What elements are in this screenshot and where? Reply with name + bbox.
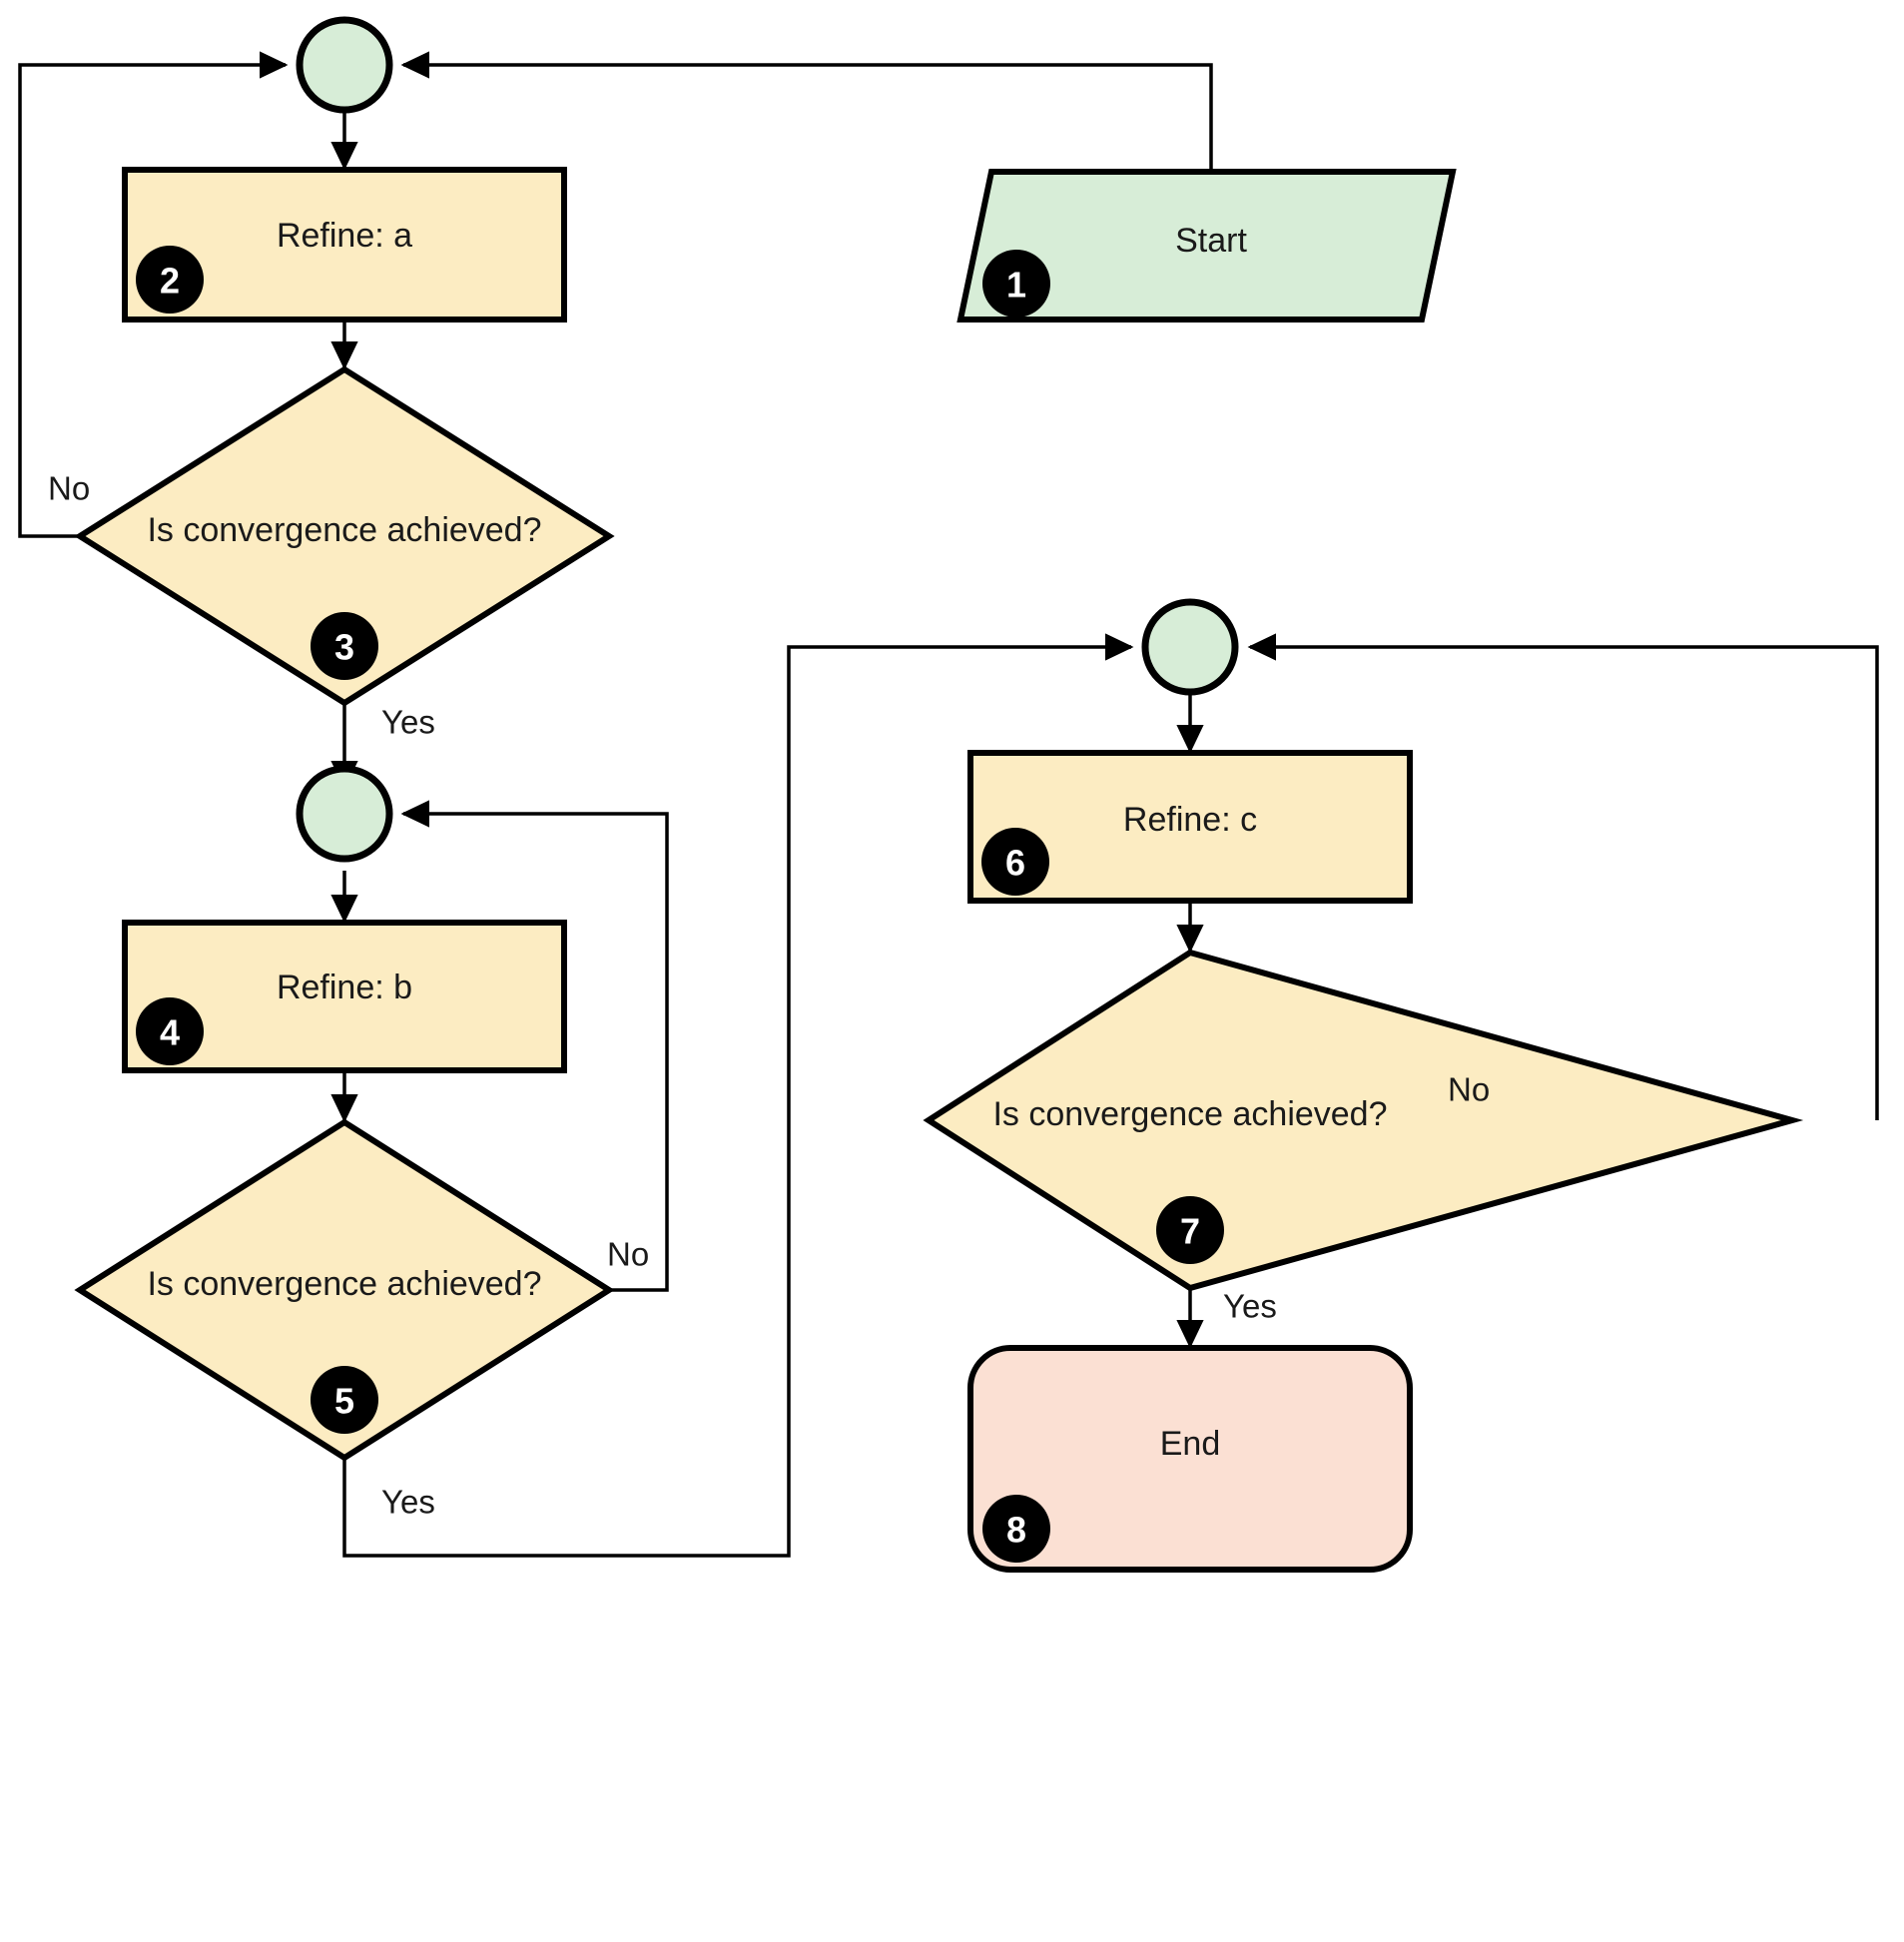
edge-label-decision-b-yes: Yes — [381, 1484, 435, 1521]
badge-1-circle — [982, 250, 1050, 318]
badge-4-text: 4 — [160, 1012, 180, 1053]
decision-a-label: Is convergence achieved? — [147, 511, 541, 549]
badge-2-circle — [136, 246, 204, 314]
badge-8-text: 8 — [1006, 1510, 1026, 1551]
node-refine-a[interactable]: Refine: a 2 — [122, 167, 567, 323]
badge-3-circle — [311, 612, 378, 680]
badge-5-circle — [311, 1366, 378, 1434]
start-label: Start — [1175, 222, 1247, 260]
decision-c-diamond[interactable] — [923, 949, 1804, 1292]
edge-label-decision-a-no: No — [48, 470, 90, 507]
badge-4-circle — [136, 997, 204, 1065]
refine-a-label: Refine: a — [277, 217, 412, 255]
refine-b-label: Refine: b — [277, 969, 412, 1006]
refine-c-label: Refine: c — [1123, 801, 1257, 839]
node-refine-c[interactable]: Refine: c 6 — [967, 750, 1413, 904]
node-decision-c[interactable]: Is convergence achieved? 7 — [923, 949, 1804, 1292]
merge-node-a[interactable] — [296, 16, 393, 114]
node-end[interactable]: End 8 — [967, 1345, 1413, 1573]
badge-6-text: 6 — [1005, 843, 1025, 884]
badge-7-text: 7 — [1180, 1211, 1200, 1252]
badge-5-text: 5 — [334, 1381, 354, 1422]
node-start[interactable]: Start 1 — [956, 169, 1457, 323]
node-decision-b[interactable]: Is convergence achieved? 5 — [74, 1118, 615, 1462]
edge-decision-b-yes — [342, 633, 1134, 1558]
badge-1-text: 1 — [1006, 265, 1026, 306]
end-rect[interactable] — [967, 1345, 1413, 1573]
edge-start-to-merge-a — [400, 51, 1213, 170]
start-parallelogram[interactable] — [956, 169, 1457, 323]
decision-b-label: Is convergence achieved? — [147, 1265, 541, 1303]
edge-decision-c-no-return — [1247, 633, 1879, 1120]
badge-7-circle — [1156, 1196, 1224, 1264]
badge-8-circle — [982, 1495, 1050, 1563]
edge-label-decision-c-yes: Yes — [1223, 1288, 1277, 1325]
edge-label-decision-b-no: No — [607, 1236, 649, 1273]
merge-node-b[interactable] — [296, 765, 393, 863]
edge-label-decision-a-yes: Yes — [381, 704, 435, 741]
badge-6-circle — [981, 828, 1049, 896]
decision-b-diamond[interactable] — [74, 1118, 615, 1462]
edge-decision-b-no — [400, 800, 669, 1292]
edge-labels-layer: No Yes No Yes No Yes — [48, 470, 1490, 1521]
end-label: End — [1160, 1425, 1221, 1463]
decision-c-label: Is convergence achieved? — [992, 1095, 1387, 1133]
node-refine-b[interactable]: Refine: b 4 — [122, 920, 567, 1073]
edge-label-decision-c-no: No — [1448, 1071, 1490, 1108]
badge-2-text: 2 — [160, 261, 180, 302]
edge-decision-a-no — [18, 51, 289, 538]
decision-a-diamond[interactable] — [74, 365, 615, 707]
merge-node-c[interactable] — [1141, 598, 1239, 696]
node-decision-a[interactable]: Is convergence achieved? 3 — [74, 365, 615, 707]
badge-3-text: 3 — [334, 627, 354, 668]
refine-a-rect[interactable] — [122, 167, 567, 323]
